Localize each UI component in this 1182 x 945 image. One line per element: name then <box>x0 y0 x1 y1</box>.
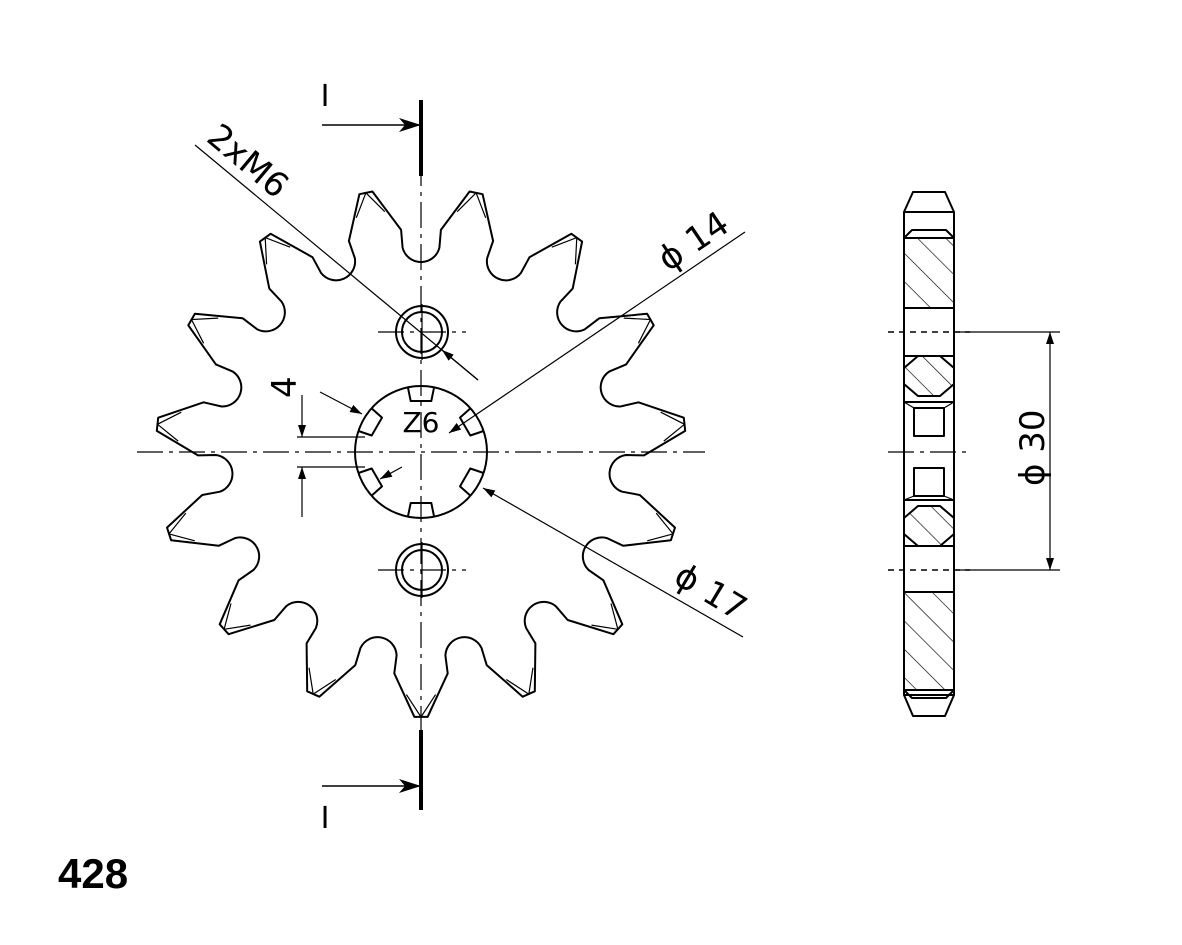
spline-notch <box>406 387 436 402</box>
tooth-chamfer <box>156 411 182 442</box>
bolt-hole-top <box>378 304 466 360</box>
tooth-seat <box>222 564 226 568</box>
tooth-chamfer <box>551 236 578 265</box>
offset-label: 4 <box>265 376 305 398</box>
tooth-seat <box>588 297 592 301</box>
tooth-chamfer <box>308 667 337 696</box>
tooth-chamfer <box>223 603 251 631</box>
spline-notch <box>358 467 383 497</box>
tooth-chamfer <box>505 667 534 696</box>
tooth-chamfer <box>264 236 291 265</box>
tooth-chamfer <box>456 191 487 219</box>
spline-notches <box>358 387 484 517</box>
tooth-chamfer <box>167 512 195 542</box>
tooth-seat <box>646 474 650 478</box>
spline-notch <box>406 502 436 517</box>
inner-diameter-label: ϕ 14 <box>651 204 737 280</box>
bolt-circle-label: ϕ 30 <box>1013 410 1053 487</box>
tooth-seat <box>553 635 557 639</box>
tooth-seat <box>636 380 640 384</box>
tooth-seat <box>192 474 196 478</box>
tooth-chamfer <box>591 603 619 631</box>
tooth-chamfer <box>355 191 386 219</box>
tooth-seat <box>285 635 289 639</box>
section-marker-bottom: I <box>321 801 330 836</box>
bolt-leader-line <box>194 144 479 381</box>
tooth-chamfer <box>190 317 219 344</box>
spline-notch <box>459 467 484 497</box>
tooth-seat <box>250 297 254 301</box>
bolt-hole-bottom <box>378 542 466 598</box>
tooth-seat <box>512 242 516 246</box>
outer-diameter-leader <box>482 487 744 638</box>
spline-notch <box>358 407 383 437</box>
tooth-seat <box>326 242 330 246</box>
section-marker-top: I <box>321 79 330 114</box>
sprocket-side-view: ϕ 30 <box>888 191 1060 717</box>
tooth-chamfer <box>660 411 686 442</box>
spline-bore <box>354 385 488 519</box>
sprocket-outline <box>155 190 687 718</box>
inner-diameter-leader <box>448 231 746 434</box>
side-profile-outline <box>903 191 955 717</box>
sprocket-front-view: I I 2xM6 Z6 ϕ 14 <box>137 79 754 836</box>
spline-label: Z6 <box>403 406 440 439</box>
tooth-chamfers <box>156 191 686 719</box>
tooth-seat <box>372 673 376 677</box>
chain-pitch-label: 428 <box>58 850 129 897</box>
offset-dimension: 4 <box>265 376 365 517</box>
tooth-chamfer <box>623 317 652 344</box>
tooth-seat <box>202 380 206 384</box>
spline-notch <box>459 407 484 437</box>
bolt-label: 2xM6 <box>199 116 296 206</box>
tooth-chamfer <box>647 512 675 542</box>
tooth-seat <box>466 673 470 677</box>
